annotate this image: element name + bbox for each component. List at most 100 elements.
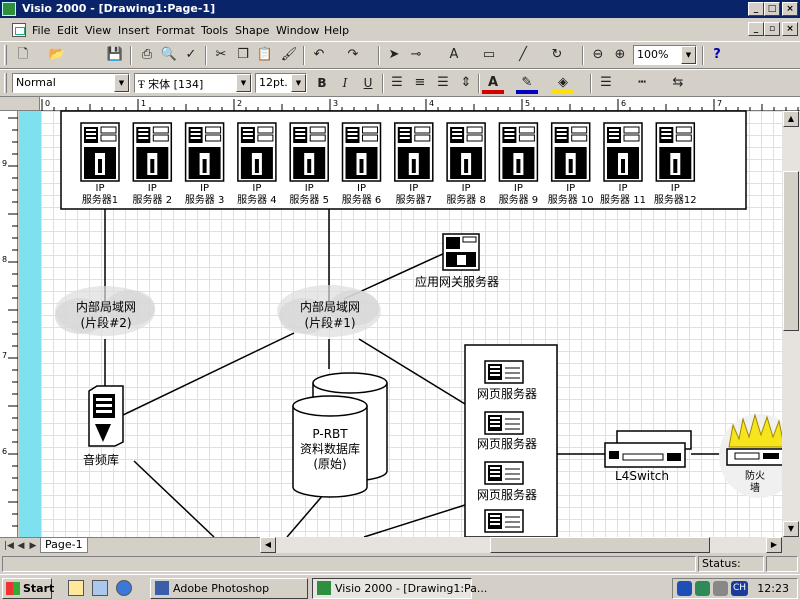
undo-icon[interactable]: ↶ [313, 47, 325, 62]
toolbar-grip[interactable] [4, 73, 7, 93]
size-select[interactable]: 12pt. ▼ [255, 73, 307, 93]
rotate-icon[interactable]: ↻ [551, 47, 563, 62]
ip-server-icon[interactable] [446, 122, 486, 182]
menu-insert[interactable]: Insert [118, 24, 150, 37]
database-label[interactable]: P-RBT 资料数据库 (原始) [293, 427, 367, 472]
italic-button[interactable]: I [342, 76, 348, 90]
audio-library-label[interactable]: 音频库 [83, 453, 120, 467]
horizontal-scrollbar[interactable]: ◀ ▶ [260, 537, 782, 553]
print-preview-icon[interactable]: 🔍 [160, 47, 178, 62]
underline-button[interactable]: U [363, 76, 373, 90]
outlook-express-icon[interactable] [92, 580, 108, 596]
connector-icon[interactable]: ⊸ [410, 47, 422, 62]
task-visio[interactable]: Visio 2000 - [Drawing1:Pa... [312, 578, 487, 599]
minimize-button[interactable]: _ [748, 2, 764, 16]
font-select[interactable]: Ŧ 宋体 [134] ▼ [134, 73, 252, 93]
ip-server-icon[interactable] [80, 122, 120, 182]
next-page-icon[interactable]: ▶ [29, 541, 37, 551]
scroll-up-icon[interactable]: ▲ [783, 111, 799, 127]
start-button[interactable]: Start [2, 578, 54, 599]
line-ends-icon[interactable]: ⇆ [672, 75, 684, 90]
menu-file[interactable]: File [32, 24, 51, 37]
menu-format[interactable]: Format [156, 24, 195, 37]
cut-icon[interactable]: ✂ [215, 47, 227, 62]
tab-page-1[interactable]: Page-1 [40, 538, 88, 553]
l4-switch-label[interactable]: L4Switch [615, 469, 669, 483]
spelling-icon[interactable]: ✓ [185, 47, 197, 62]
menu-help[interactable]: Help [324, 24, 350, 37]
line-pattern-icon[interactable]: ┅ [638, 75, 646, 90]
style-select[interactable]: Normal ▼ [12, 73, 130, 93]
menu-shape[interactable]: Shape [235, 24, 270, 37]
zoom-out-icon[interactable]: ⊖ [592, 47, 604, 62]
web-server-label[interactable]: 网页服务器 [477, 387, 538, 401]
document-icon[interactable] [12, 23, 26, 37]
ip-server-icon[interactable] [289, 122, 329, 182]
line-weight-icon[interactable]: ☰ [600, 75, 612, 90]
prev-page-icon[interactable]: ◀ [17, 541, 25, 551]
line-icon[interactable]: ╱ [519, 47, 527, 62]
show-desktop-icon[interactable] [68, 580, 84, 596]
text-icon[interactable]: A [449, 47, 459, 62]
firewall-label[interactable]: 防火 墙 [739, 471, 771, 495]
app-gateway-label[interactable]: 应用网关服务器 [415, 275, 500, 289]
help-icon[interactable]: ? [713, 47, 721, 62]
internet-explorer-icon[interactable] [116, 580, 132, 596]
scroll-down-icon[interactable]: ▼ [783, 521, 799, 537]
network-icon[interactable] [695, 581, 710, 596]
save-icon[interactable]: 💾 [106, 47, 124, 62]
new-icon[interactable]: 🗋 [17, 47, 29, 62]
first-page-icon[interactable]: |◀ [4, 541, 14, 551]
align-right-icon[interactable]: ☰ [437, 75, 449, 90]
toolbar-grip[interactable] [4, 45, 7, 65]
ip-server-icon[interactable] [184, 122, 225, 182]
chevron-down-icon[interactable]: ▼ [236, 74, 251, 92]
doc-minimize-button[interactable]: _ [748, 22, 764, 36]
menu-tools[interactable]: Tools [201, 24, 229, 37]
language-indicator[interactable]: CH [731, 581, 748, 596]
ip-server-icon[interactable] [341, 122, 382, 182]
security-shield-icon[interactable] [677, 581, 692, 596]
text-block-icon[interactable]: ⇕ [460, 75, 472, 90]
align-left-icon[interactable]: ☰ [391, 75, 403, 90]
ip-server-icon[interactable] [237, 122, 277, 182]
doc-restore-button[interactable]: ▫ [764, 22, 780, 36]
font-color-icon[interactable]: A [482, 73, 504, 94]
menu-view[interactable]: View [85, 24, 112, 37]
scroll-right-icon[interactable]: ▶ [766, 537, 782, 553]
pointer-icon[interactable]: ➤ [388, 47, 400, 62]
zoom-in-icon[interactable]: ⊕ [614, 47, 626, 62]
paste-icon[interactable]: 📋 [256, 47, 274, 62]
zoom-select[interactable]: 100% ▼ [633, 45, 697, 65]
format-painter-icon[interactable]: 🖌 [280, 47, 298, 62]
open-icon[interactable]: 📂 [48, 47, 66, 62]
volume-icon[interactable] [713, 581, 728, 596]
web-server-label[interactable]: 网页服务器 [477, 437, 538, 451]
chevron-down-icon[interactable]: ▼ [291, 74, 306, 92]
web-server-label[interactable]: 网页服务器 [477, 488, 538, 502]
menu-window[interactable]: Window [276, 24, 320, 37]
vertical-scrollbar[interactable]: ▲ ▼ [782, 111, 800, 537]
print-icon[interactable]: ⎙ [141, 47, 153, 62]
horizontal-scroll-thumb[interactable] [490, 537, 710, 553]
menu-edit[interactable]: Edit [57, 24, 79, 37]
doc-close-button[interactable]: × [782, 22, 798, 36]
chevron-down-icon[interactable]: ▼ [681, 46, 696, 64]
task-adobe-photoshop[interactable]: Adobe Photoshop [150, 578, 308, 599]
ip-server-icon[interactable] [550, 122, 591, 182]
close-button[interactable]: × [782, 2, 798, 16]
lan-segment-2-label[interactable]: 内部局域网 (片段#2) [69, 299, 143, 331]
ip-server-icon[interactable] [394, 122, 434, 182]
ip-server-icon[interactable] [132, 122, 173, 182]
copy-icon[interactable]: ❐ [237, 47, 249, 62]
ip-server-icon[interactable] [603, 122, 643, 182]
bold-button[interactable]: B [317, 76, 327, 90]
visio-app-icon[interactable] [2, 2, 16, 16]
line-color-icon[interactable]: ✎ [516, 73, 538, 94]
fill-color-icon[interactable]: ◈ [552, 73, 574, 94]
scroll-left-icon[interactable]: ◀ [260, 537, 276, 553]
redo-icon[interactable]: ↷ [347, 47, 359, 62]
ip-server-icon[interactable] [498, 122, 539, 182]
lan-segment-1-label[interactable]: 内部局域网 (片段#1) [293, 299, 367, 331]
